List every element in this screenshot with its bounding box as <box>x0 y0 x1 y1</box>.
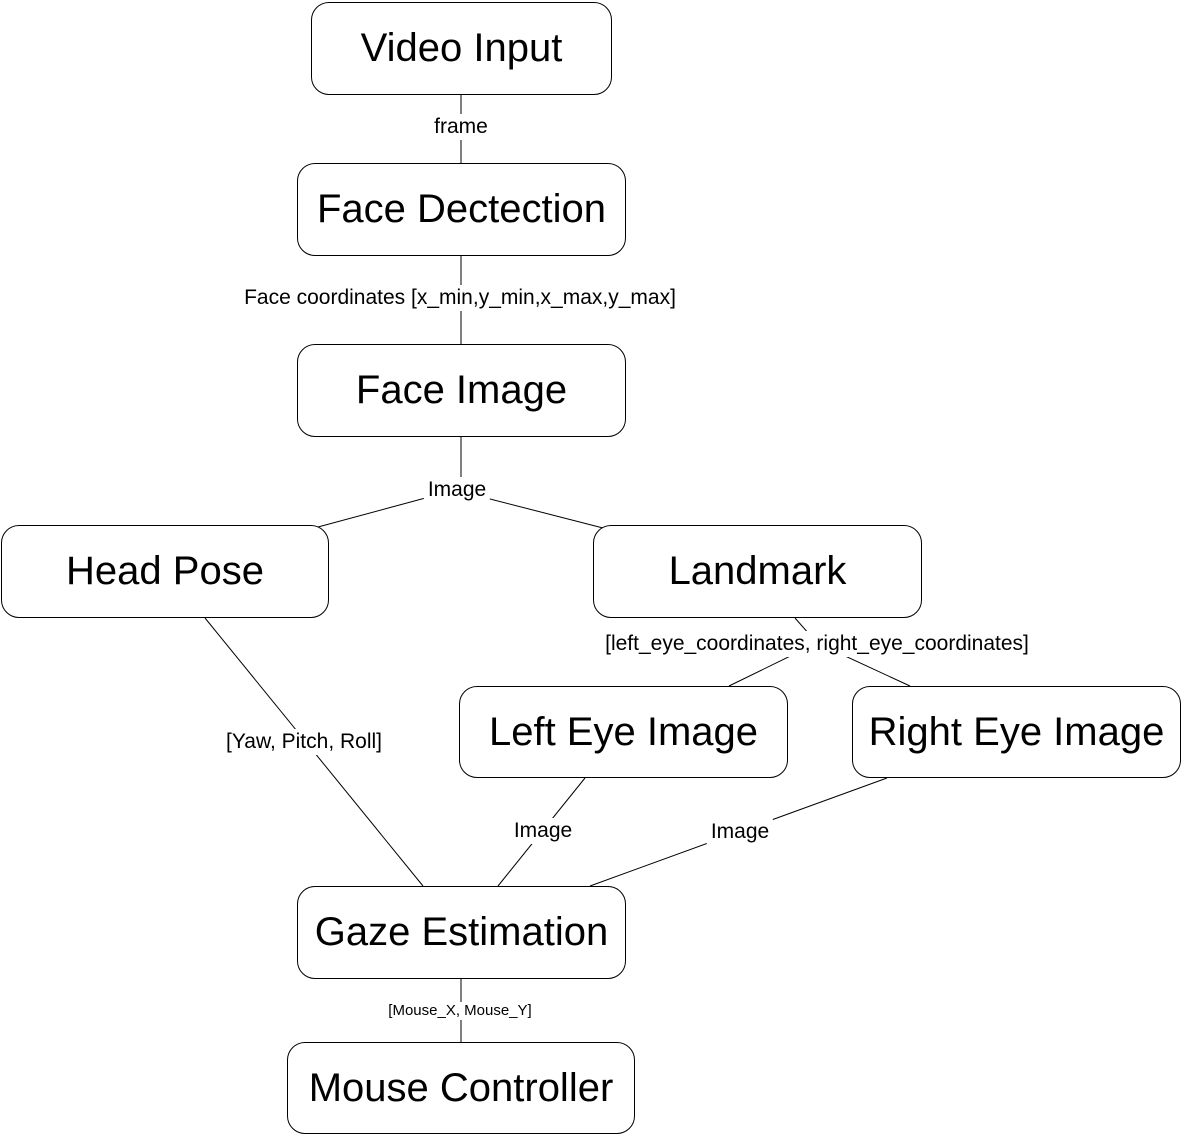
edge-label-head-pose-angles: [Yaw, Pitch, Roll] <box>221 729 387 755</box>
edge-label-left-eye-image: Image <box>509 818 577 844</box>
node-landmark: Landmark <box>593 525 922 618</box>
edge-label-mouse-coordinates: [Mouse_X, Mouse_Y] <box>384 1002 536 1020</box>
node-gaze-estimation: Gaze Estimation <box>297 886 626 979</box>
node-left-eye-image: Left Eye Image <box>459 686 788 778</box>
node-face-detection: Face Dectection <box>297 163 626 256</box>
node-face-image: Face Image <box>297 344 626 437</box>
node-mouse-controller: Mouse Controller <box>287 1042 635 1134</box>
edge-label-eye-coordinates: [left_eye_coordinates, right_eye_coordin… <box>601 631 1033 657</box>
node-right-eye-image: Right Eye Image <box>852 686 1181 778</box>
edge-label-frame: frame <box>430 114 492 140</box>
node-head-pose: Head Pose <box>1 525 329 618</box>
edge-label-face-image: Image <box>423 477 491 503</box>
node-video-input: Video Input <box>311 2 612 95</box>
edge-label-right-eye-image: Image <box>706 819 774 845</box>
edge-label-face-coordinates: Face coordinates [x_min,y_min,x_max,y_ma… <box>240 285 680 311</box>
